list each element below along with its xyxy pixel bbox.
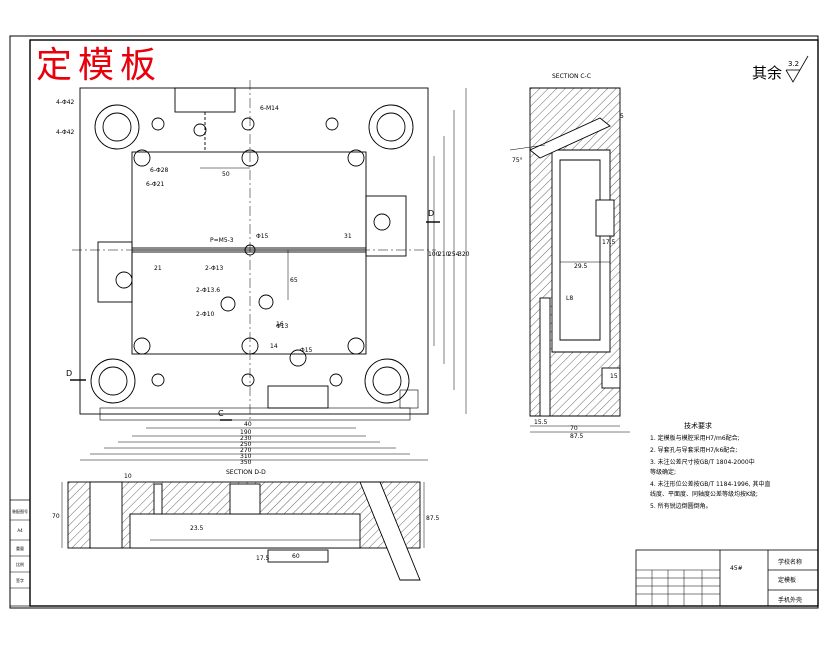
dim-plan-16: 350 <box>240 459 252 466</box>
school-text: 学校名称 <box>778 558 802 566</box>
roughness-symbol <box>785 55 809 83</box>
dim-plan-11: 190 <box>240 429 252 436</box>
strip-text-1: A4 <box>17 528 23 533</box>
callout-5: P=M5-3 <box>210 237 234 244</box>
side-section <box>509 87 630 433</box>
tech-note-1: 2. 导套孔与导套采用H7/k6配合; <box>650 446 737 454</box>
callout-3: 6-Φ28 <box>150 167 169 174</box>
tech-notes: 技术要求 1. 定模板与模腔采用H7/m6配合; 2. 导套孔与导套采用H7/k… <box>650 421 771 510</box>
dim-plan-4: 65 <box>290 277 298 284</box>
plan-view <box>70 80 467 461</box>
tech-note-3: 等级确定; <box>650 468 676 476</box>
dim-plan-9: 254 <box>448 251 460 258</box>
strip-text-4: 签字 <box>16 577 24 583</box>
tech-note-0: 1. 定模板与模腔采用H7/m6配合; <box>650 434 740 442</box>
inner-frame <box>29 39 819 607</box>
dim-side-0: 17.5 <box>602 239 616 246</box>
dim-side-1: 29.5 <box>574 263 588 270</box>
dim-side-8: 75° <box>512 157 523 164</box>
roughness-value: 3.2 <box>788 60 799 68</box>
dim-bot-4: 17.5 <box>256 555 270 562</box>
dim-plan-5: 14 <box>270 343 278 350</box>
dim-plan-8: 210 <box>438 251 450 258</box>
dim-plan-6: 40 <box>244 421 252 428</box>
dim-plan-10: 320 <box>458 251 470 258</box>
tech-note-6: 5. 所有锐边倒圆倒角。 <box>650 502 712 510</box>
dim-plan-14: 270 <box>240 447 252 454</box>
dim-side-2: L8 <box>566 295 573 302</box>
left-strip: 装配图号 A4 重量 比例 签字 <box>9 499 31 607</box>
title-block-text: 45# 学校名称 定模板 手机外壳 <box>730 558 802 604</box>
callout-7: 2-Φ13 <box>205 265 224 272</box>
callout-11: Φ15 <box>300 347 313 354</box>
section-mark-c: C <box>218 409 224 418</box>
section-dd-label: SECTION D-D <box>226 469 266 476</box>
material-text: 45# <box>730 565 743 572</box>
callout-4: 6-Φ21 <box>146 181 165 188</box>
side-labels: SECTION C-C 17.5 29.5 L8 5 15 70 87.5 15… <box>512 73 624 440</box>
callout-1: 4-Φ42 <box>56 129 75 136</box>
callout-8: 2-Φ13.6 <box>196 287 220 294</box>
section-mark-d-left: D <box>66 369 72 378</box>
title-stamp: 定模板 <box>36 45 163 86</box>
dim-plan-13: 250 <box>240 441 252 448</box>
dim-side-3: 5 <box>620 113 624 120</box>
dim-plan-12: 230 <box>240 435 252 442</box>
part-name-text: 定模板 <box>778 576 796 584</box>
dim-bot-2: 23.5 <box>190 525 204 532</box>
roughness-label: 其余 <box>752 64 783 82</box>
dim-side-5: 70 <box>570 425 578 432</box>
dim-plan-2: 21 <box>154 265 162 272</box>
tech-note-2: 3. 未注公差尺寸按GB/T 1804-2000中 <box>650 458 755 466</box>
callout-2: 6-M14 <box>260 105 279 112</box>
bottom-labels: 10 70 23.5 87.5 17.5 60 <box>52 473 440 562</box>
callout-9: 2-Φ10 <box>196 311 215 318</box>
tech-note-4: 4. 未注形位公差按GB/T 1184-1996, 其中直 <box>650 480 771 488</box>
dim-plan-15: 310 <box>240 453 252 460</box>
dim-plan-0: 50 <box>222 171 230 178</box>
dim-plan-1: 31 <box>344 233 352 240</box>
tech-notes-title: 技术要求 <box>684 421 712 430</box>
dim-plan-7: 100 <box>428 251 440 258</box>
drawing-name-text: 手机外壳 <box>778 596 802 604</box>
dim-side-6: 87.5 <box>570 433 584 440</box>
plan-labels: 4-Φ42 4-Φ42 6-M14 6-Φ28 6-Φ21 P=M5-3 Φ15… <box>56 99 470 476</box>
callout-10: Φ13 <box>276 323 289 330</box>
strip-text-2: 重量 <box>16 545 24 551</box>
strip-text-3: 比例 <box>16 561 24 567</box>
section-mark-d-right: D <box>428 209 434 218</box>
dim-bot-3: 87.5 <box>426 515 440 522</box>
dim-plan-3: 16 <box>276 321 284 328</box>
bottom-section <box>61 481 425 581</box>
callout-0: 4-Φ42 <box>56 99 75 106</box>
dim-side-7: 15.5 <box>534 419 548 426</box>
title-block <box>635 549 819 607</box>
callout-6: Φ15 <box>256 233 269 240</box>
dim-side-4: 15 <box>610 373 618 380</box>
section-cc-label: SECTION C-C <box>552 73 591 80</box>
strip-text-0: 装配图号 <box>12 508 28 514</box>
dim-bot-0: 10 <box>124 473 132 480</box>
dim-bot-5: 60 <box>292 553 300 560</box>
tech-note-5: 线度、平面度、同轴度公差等级均按K级; <box>650 490 758 498</box>
dim-bot-1: 70 <box>52 513 60 520</box>
